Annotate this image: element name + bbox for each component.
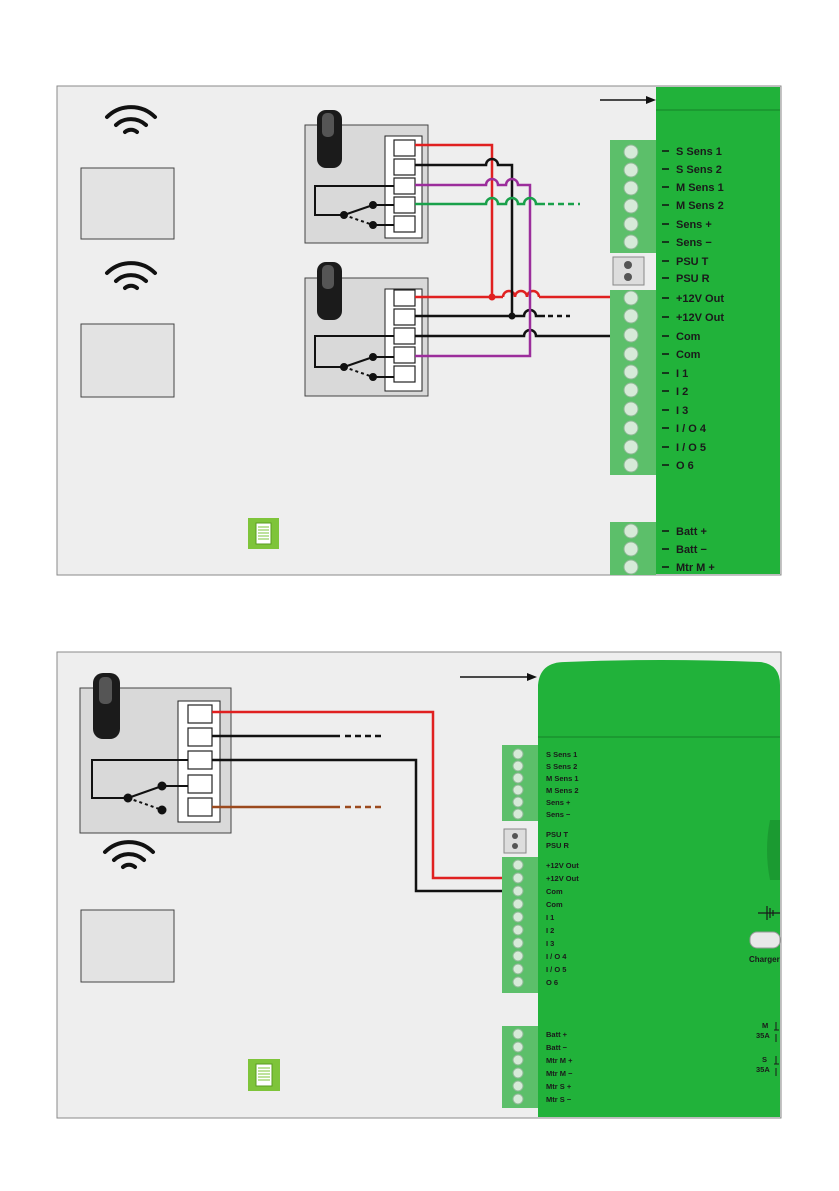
connector-screws (512, 748, 524, 1105)
terminal-label: I / O 4 (546, 952, 567, 961)
wireless-device-box (80, 167, 175, 240)
terminal-label: +12V Out (676, 312, 724, 324)
terminal-label: Batt + (676, 526, 707, 538)
terminal-label: O 6 (676, 460, 694, 472)
terminal-label: Mtr M + (676, 562, 715, 574)
wire-green (415, 196, 545, 206)
terminal-label: S Sens 1 (546, 750, 577, 759)
terminal-label: M Sens 1 (546, 774, 579, 783)
terminal-label: +12V Out (546, 861, 579, 870)
wire-black (415, 157, 514, 316)
terminal-label: Com (676, 349, 701, 361)
relay-switch (314, 185, 394, 229)
terminal-label: PSU R (676, 273, 710, 285)
terminal-label: Com (546, 887, 563, 896)
document-icon (248, 518, 279, 549)
terminal-block (393, 139, 416, 233)
charger-label: Charger (749, 955, 780, 964)
terminal-label: Mtr S − (546, 1095, 572, 1104)
wifi-icon (103, 840, 155, 869)
terminal-label: I 2 (676, 386, 688, 398)
fuse-icon (774, 1022, 779, 1076)
fuse-label: S (762, 1055, 767, 1064)
terminal-label: I 3 (676, 405, 688, 417)
terminal-label: Sens + (546, 798, 571, 807)
terminal-label: +12V Out (546, 874, 579, 883)
wire-red-hop (501, 289, 541, 298)
terminal-label: +12V Out (676, 293, 724, 305)
diagram-2: S Sens 1 S Sens 2 M Sens 1 M Sens 2 Sens… (56, 651, 782, 1119)
remote-fob-icon (317, 262, 342, 320)
terminal-label: I / O 5 (676, 442, 706, 454)
wireless-device-box (80, 909, 175, 983)
terminal-label: Mtr M − (546, 1069, 573, 1078)
terminal-label: M Sens 2 (546, 786, 579, 795)
terminal-label: Batt + (546, 1030, 568, 1039)
terminal-label: M Sens 2 (676, 200, 724, 212)
terminal-label: I 1 (676, 368, 688, 380)
pointer-arrow (460, 673, 537, 681)
terminal-label: Com (676, 331, 701, 343)
terminal-label: PSU R (546, 841, 570, 850)
terminal-label: I 1 (546, 913, 554, 922)
terminal-label: Sens − (546, 810, 571, 819)
fuse-rating: 35A (756, 1065, 770, 1074)
terminal-label: PSU T (676, 256, 709, 268)
terminal-label: I 2 (546, 926, 554, 935)
wifi-icon (105, 105, 157, 134)
connector-screws (623, 144, 639, 575)
wireless-device-box (80, 323, 175, 398)
wire-black (212, 758, 503, 893)
ground-icon (758, 906, 780, 920)
receiver-unit (304, 110, 429, 244)
control-board: S Sens 1 S Sens 2 M Sens 1 M Sens 2 Sens… (610, 87, 780, 575)
terminal-label: Sens − (676, 237, 712, 249)
terminal-label: I 3 (546, 939, 554, 948)
terminal-label: I / O 5 (546, 965, 566, 974)
terminal-label: S Sens 2 (676, 164, 722, 176)
remote-fob-icon (317, 110, 342, 168)
terminal-label: Batt − (546, 1043, 568, 1052)
terminal-block (187, 704, 213, 817)
terminal-label: Batt − (676, 544, 707, 556)
diagram-1: S Sens 1 S Sens 2 M Sens 1 M Sens 2 Sens… (56, 85, 782, 576)
psu-connector (503, 828, 527, 854)
terminal-label: I / O 4 (676, 423, 707, 435)
terminal-label: Mtr S + (546, 1082, 572, 1091)
document-icon (248, 1059, 280, 1091)
fuse-label: M (762, 1021, 768, 1030)
wire-red (212, 710, 503, 880)
wiring-1 (415, 143, 615, 358)
wire-purple (415, 177, 532, 358)
remote-fob-icon (93, 673, 120, 739)
wire-red (415, 143, 494, 297)
receiver-unit (304, 262, 429, 397)
terminal-block (393, 289, 416, 383)
terminal-label: Mtr M + (546, 1056, 573, 1065)
charger-led (749, 931, 781, 949)
terminal-label: S Sens 2 (546, 762, 577, 771)
receiver-unit (79, 673, 232, 834)
terminal-label: S Sens 1 (676, 146, 722, 158)
terminal-label: Com (546, 900, 563, 909)
pointer-arrow (600, 96, 656, 104)
terminal-label: O 6 (546, 978, 558, 987)
fuse-rating: 35A (756, 1031, 770, 1040)
terminal-label: Sens + (676, 219, 712, 231)
wifi-icon (105, 261, 157, 290)
wiring-2 (212, 710, 503, 893)
relay-switch (314, 335, 394, 381)
control-board: S Sens 1 S Sens 2 M Sens 1 M Sens 2 Sens… (502, 660, 781, 1117)
terminal-label: PSU T (546, 830, 569, 839)
terminal-label: M Sens 1 (676, 182, 724, 194)
relay-switch (91, 759, 188, 815)
